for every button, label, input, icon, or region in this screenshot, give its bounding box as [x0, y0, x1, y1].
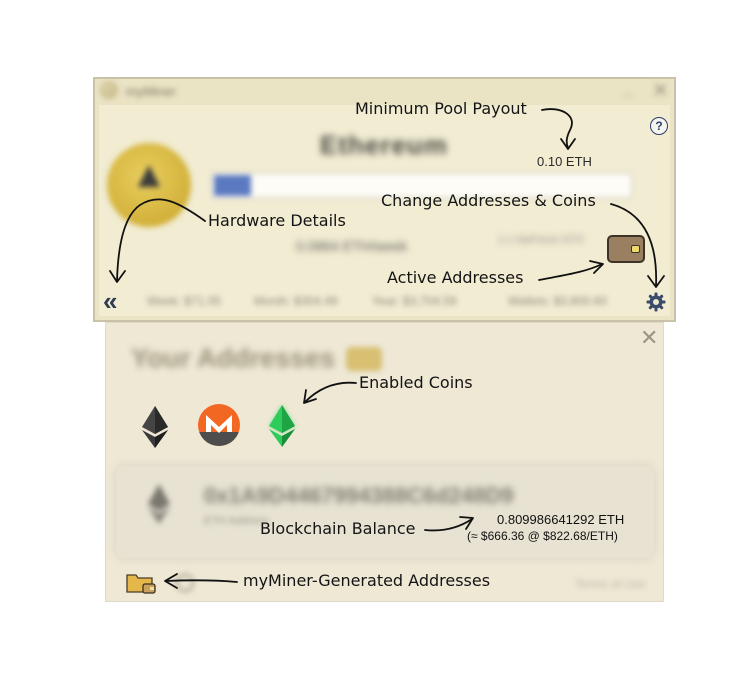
hashrate-readout: 0.0864 ETH/week [296, 238, 408, 254]
close-panel-button[interactable]: ✕ [640, 325, 659, 350]
help-icon[interactable]: ? [650, 117, 668, 135]
annotation-hardware-details: Hardware Details [208, 211, 346, 230]
ethereum-classic-icon[interactable] [262, 402, 302, 450]
app-logo-icon [100, 81, 118, 99]
address-hash[interactable]: 0x1A9D4467994388C6d248D9 [204, 483, 514, 508]
wallet-icon[interactable] [607, 235, 645, 263]
close-button[interactable]: ✕ [652, 80, 669, 102]
annotation-change-addresses: Change Addresses & Coins [381, 191, 596, 210]
terms-of-use-link[interactable]: Terms of Use [575, 577, 646, 591]
wallets-total: Wallets: $3,800.60 [508, 294, 607, 308]
month-earnings: Month: $304.49 [254, 294, 338, 308]
year-earnings: Year: $3,704.59 [372, 294, 457, 308]
ethereum-coin-logo [107, 143, 191, 227]
coin-name: Ethereum [320, 130, 448, 160]
ethereum-icon[interactable] [137, 404, 173, 450]
annotation-generated-addresses: myMiner-Generated Addresses [243, 571, 491, 590]
balance-eth: 0.809986641292 ETH [497, 512, 625, 527]
card-ethereum-icon [148, 484, 170, 524]
minimize-button[interactable]: _ [624, 80, 633, 97]
week-earnings: Week: $71.05 [147, 294, 221, 308]
min-payout-value: 0.10 ETH [537, 154, 592, 169]
double-chevron-left-icon[interactable]: « [103, 286, 118, 316]
addresses-heading: Your Addresses [131, 343, 336, 373]
monero-icon[interactable] [198, 404, 240, 446]
addresses-wallet-icon [346, 347, 382, 371]
mining-progress-bar [212, 173, 632, 198]
annotation-active-addresses: Active Addresses [387, 268, 524, 287]
hardware-summary[interactable]: 1 x GeForce GTX [498, 234, 585, 246]
address-card[interactable] [116, 466, 654, 558]
address-label: ETH Address [204, 515, 269, 527]
gear-icon[interactable] [646, 292, 666, 312]
add-address-icon[interactable] [176, 574, 194, 592]
mining-progress-fill [214, 175, 251, 196]
folder-icon[interactable] [126, 572, 156, 594]
balance-usd: (≈ $666.36 @ $822.68/ETH) [467, 529, 618, 543]
annotation-blockchain-balance: Blockchain Balance [260, 519, 416, 538]
window-title: myMiner [126, 84, 176, 99]
annotation-min-payout: Minimum Pool Payout [355, 99, 527, 118]
annotation-enabled-coins: Enabled Coins [359, 373, 473, 392]
